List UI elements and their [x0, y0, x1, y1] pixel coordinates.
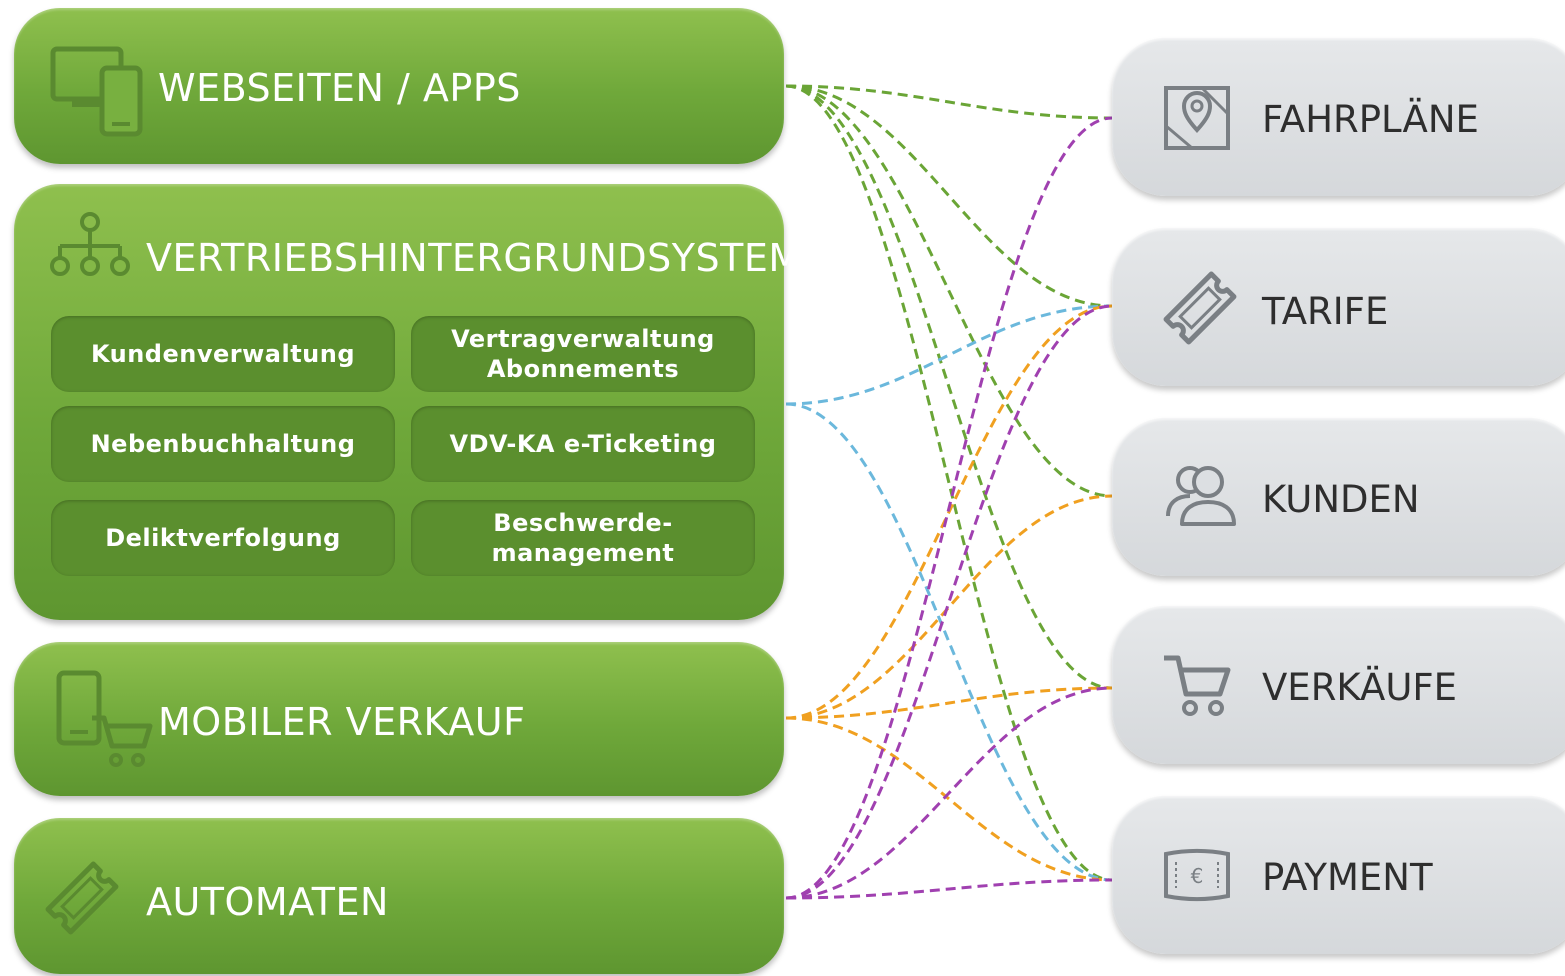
euro-bill-icon: € [1164, 849, 1230, 901]
connection-line-machines [785, 686, 1113, 900]
target-title: FAHRPLÄNE [1262, 98, 1479, 141]
source-mobile-sales: MOBILER VERKAUF [14, 642, 784, 796]
users-icon [1166, 466, 1236, 526]
connection-line-backend [785, 304, 1113, 406]
source-ticket-machines: AUTOMATEN [14, 818, 784, 974]
connection-line-web [785, 84, 1113, 120]
target-title: KUNDEN [1262, 478, 1420, 521]
connection-line-machines [785, 878, 1113, 900]
module-beschwerdemanagement: Beschwerde- management [411, 500, 755, 576]
module-nebenbuchhaltung: Nebenbuchhaltung [51, 406, 395, 482]
target-fahrplaene: FAHRPLÄNE [1112, 38, 1565, 196]
source-title: MOBILER VERKAUF [158, 700, 526, 744]
source-title: VERTRIEBSHINTERGRUNDSYSTEM [146, 236, 802, 280]
connection-line-machines [785, 304, 1113, 900]
target-title: PAYMENT [1262, 856, 1433, 899]
connection-line-web [785, 84, 1113, 498]
target-title: TARIFE [1262, 290, 1389, 333]
ticket-icon [1163, 271, 1237, 345]
module-vdv-ka-eticketing: VDV-KA e-Ticketing [411, 406, 755, 482]
connection-line-mobile [785, 686, 1113, 720]
target-title: VERKÄUFE [1262, 666, 1458, 709]
svg-text:€: € [1191, 864, 1204, 888]
cart-icon [1164, 655, 1231, 716]
source-title: WEBSEITEN / APPS [158, 66, 521, 110]
module-kundenverwaltung: Kundenverwaltung [51, 316, 395, 392]
module-vertragverwaltung: Vertragverwaltung Abonnements [411, 316, 755, 392]
map-pin-icon [1164, 86, 1230, 150]
connection-line-backend [785, 402, 1113, 882]
target-payment: € PAYMENT [1112, 796, 1565, 954]
target-tarife: TARIFE [1112, 228, 1565, 386]
devices-icon [50, 46, 143, 137]
connection-line-mobile [785, 494, 1113, 720]
source-title: AUTOMATEN [146, 880, 389, 924]
target-kunden: KUNDEN [1112, 418, 1565, 576]
source-web-apps: WEBSEITEN / APPS [14, 8, 784, 164]
connection-line-mobile [785, 716, 1113, 882]
target-verkaeufe: VERKÄUFE [1112, 606, 1565, 764]
hierarchy-icon [50, 212, 130, 276]
connection-line-web [785, 84, 1113, 690]
connection-line-mobile [785, 304, 1113, 720]
ticket-icon [45, 861, 119, 935]
connection-line-web [785, 84, 1113, 882]
source-backend-system: VERTRIEBSHINTERGRUNDSYSTEM Kundenverwalt… [14, 184, 801, 620]
mobile-cart-icon [56, 670, 153, 767]
connection-line-web [785, 84, 1113, 308]
module-deliktverfolgung: Deliktverfolgung [51, 500, 395, 576]
connection-line-machines [785, 116, 1113, 900]
